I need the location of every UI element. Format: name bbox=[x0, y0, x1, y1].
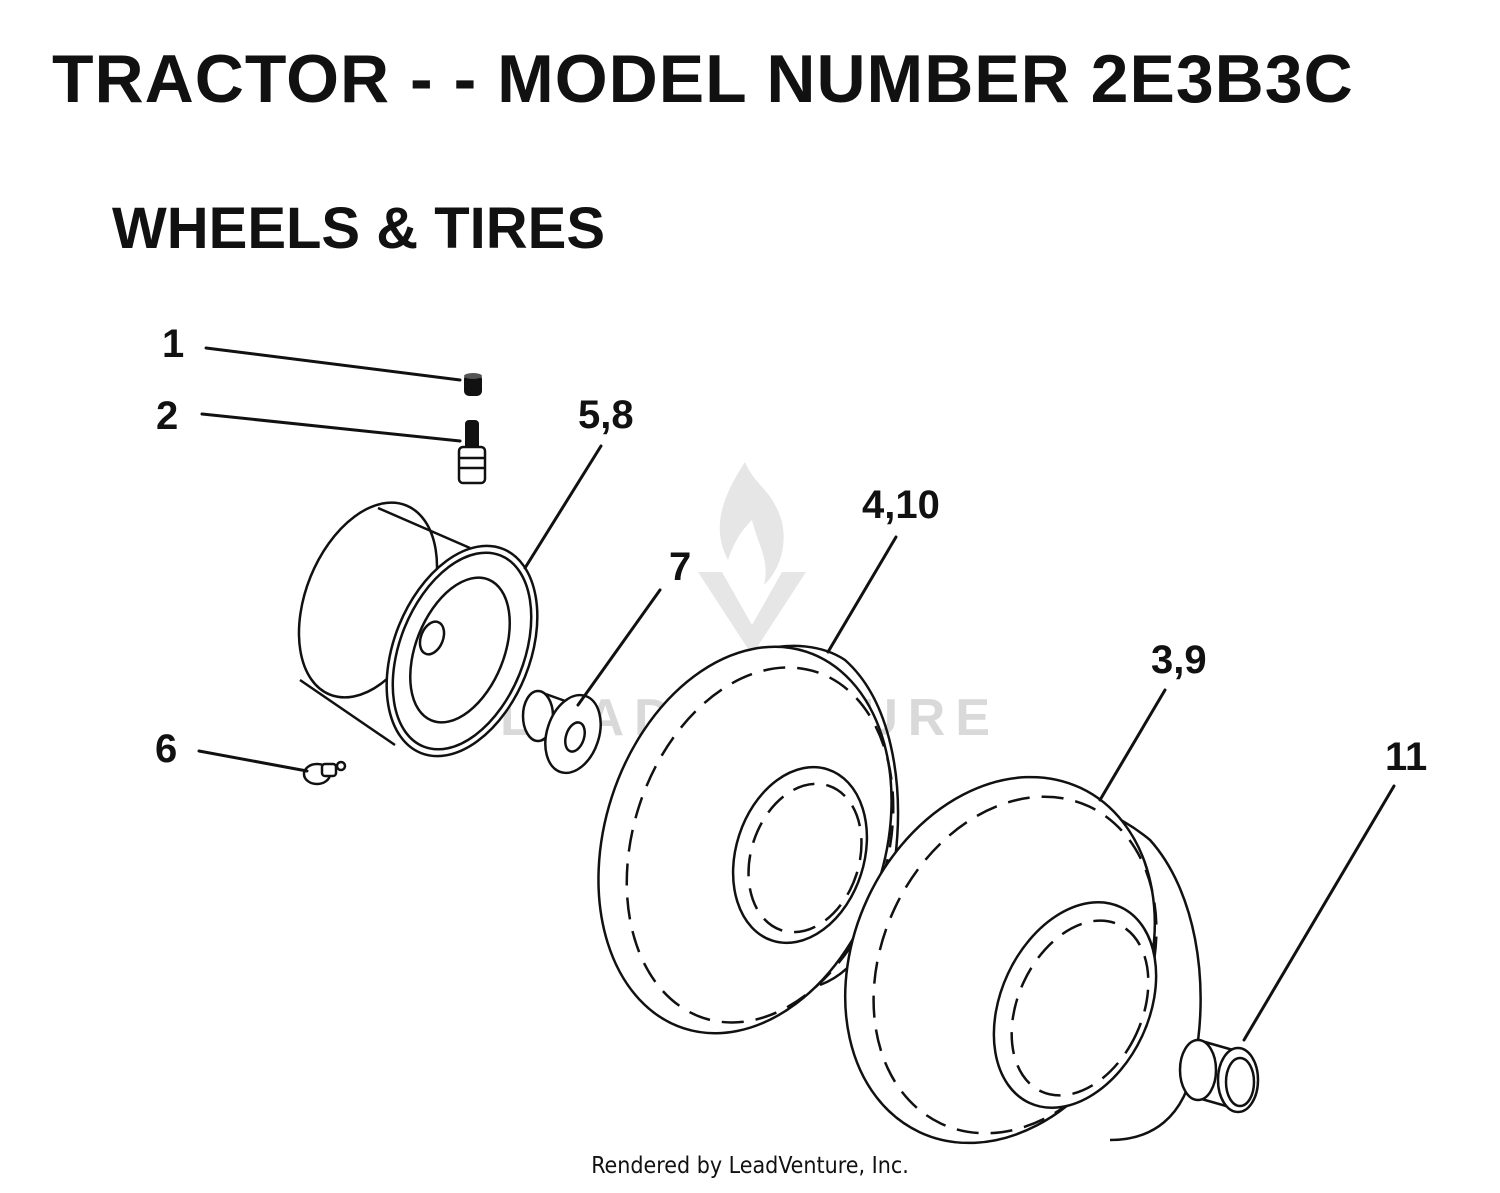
callout-label: 7 bbox=[669, 545, 691, 589]
valve-stem-part bbox=[457, 420, 487, 485]
callout-label: 11 bbox=[1385, 735, 1427, 779]
leader-line-3-9 bbox=[1098, 688, 1167, 802]
page-title: TRACTOR - - MODEL NUMBER 2E3B3C bbox=[52, 41, 1354, 117]
footer-credit: Rendered by LeadVenture, Inc. bbox=[591, 1153, 909, 1179]
callout-label: 6 bbox=[155, 727, 177, 771]
callout-label: 3,9 bbox=[1151, 638, 1207, 682]
leader-line-2 bbox=[200, 412, 462, 443]
bearing-sleeve-part bbox=[1178, 1038, 1260, 1114]
fitting-part bbox=[302, 760, 347, 786]
leader-line-1 bbox=[204, 346, 462, 382]
watermark-v-icon bbox=[698, 572, 806, 655]
callout-label: 4,10 bbox=[862, 483, 940, 527]
callout-labels: 1 2 5,8 6 7 4,10 3,9 11 bbox=[155, 322, 1427, 779]
section-title: WHEELS & TIRES bbox=[112, 196, 606, 261]
wheel-rim-part bbox=[297, 501, 539, 758]
leader-line-6 bbox=[197, 749, 309, 773]
valve-cap-part bbox=[464, 373, 482, 396]
leader-line-11 bbox=[1242, 784, 1396, 1042]
bushing-part bbox=[521, 689, 602, 775]
callout-label: 5,8 bbox=[578, 393, 634, 437]
watermark-flame-icon bbox=[719, 462, 784, 585]
leader-line-5-8 bbox=[523, 444, 603, 570]
callout-label: 1 bbox=[162, 322, 184, 366]
leader-line-7 bbox=[576, 588, 662, 707]
leader-lines bbox=[197, 346, 1396, 1042]
callout-label: 2 bbox=[156, 394, 178, 438]
tube-tire-part bbox=[843, 775, 1202, 1145]
leader-line-4-10 bbox=[826, 535, 898, 654]
